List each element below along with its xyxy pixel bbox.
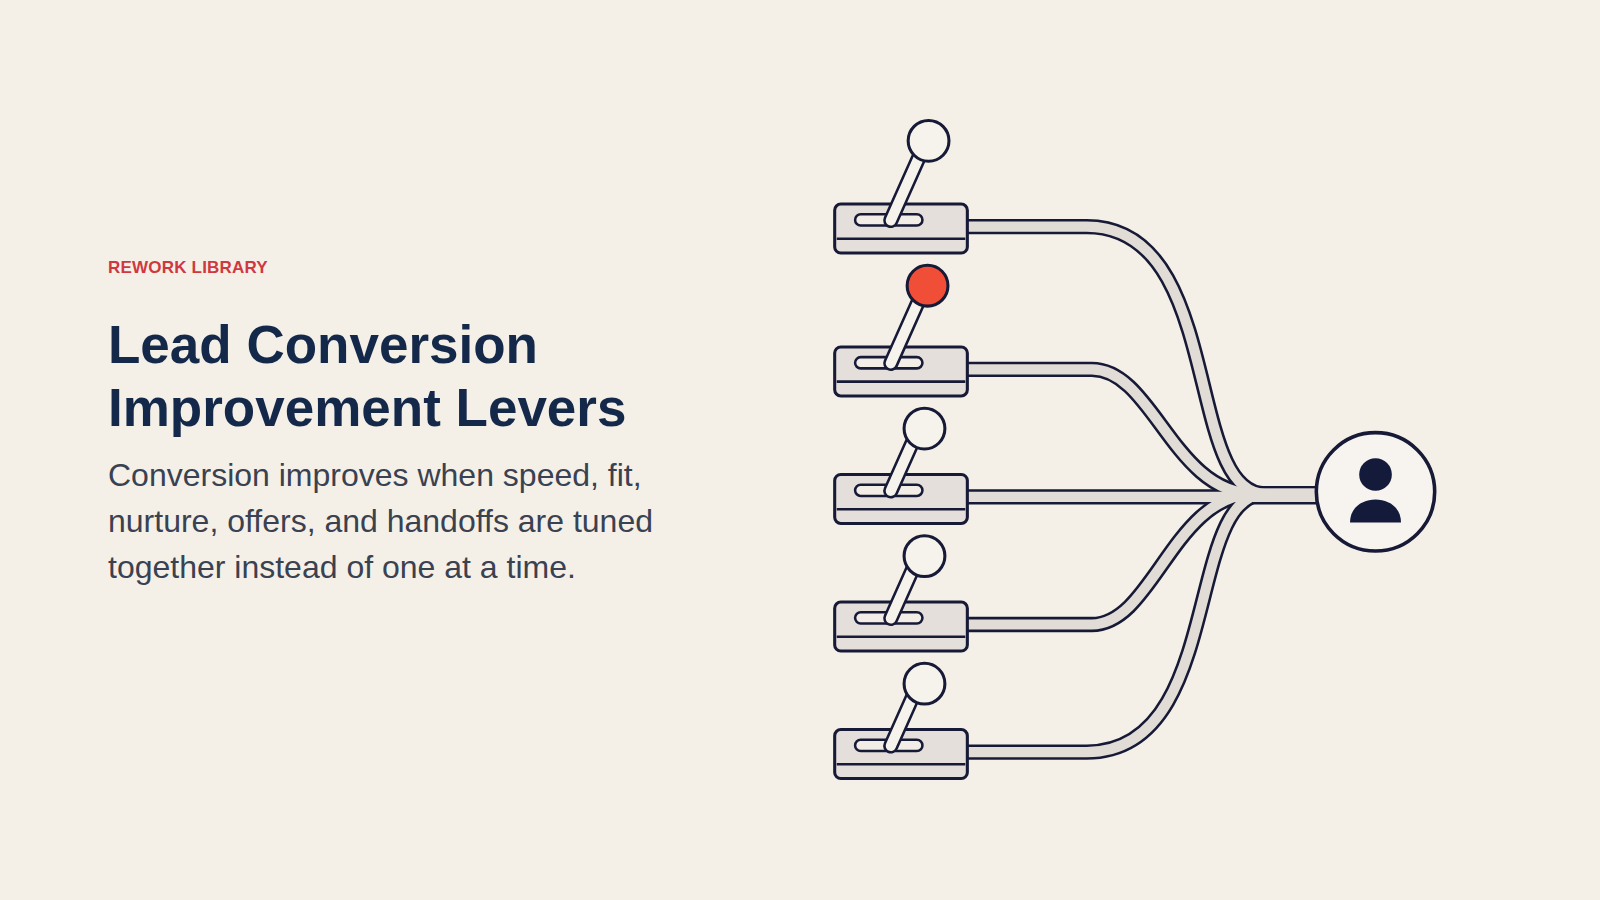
- kicker-label: REWORK LIBRARY: [108, 258, 268, 278]
- lever: [835, 120, 968, 253]
- lever: [835, 408, 968, 523]
- lever: [835, 663, 968, 778]
- pipe-fills: [965, 227, 1318, 753]
- pipe-outlines: [965, 227, 1318, 753]
- person-icon: [1316, 433, 1434, 551]
- page-caption: Conversion improves when speed, fit, nur…: [108, 452, 683, 590]
- lever-active: [835, 265, 968, 396]
- page-title: Lead Conversion Improvement Levers: [108, 313, 748, 439]
- lever: [835, 536, 968, 651]
